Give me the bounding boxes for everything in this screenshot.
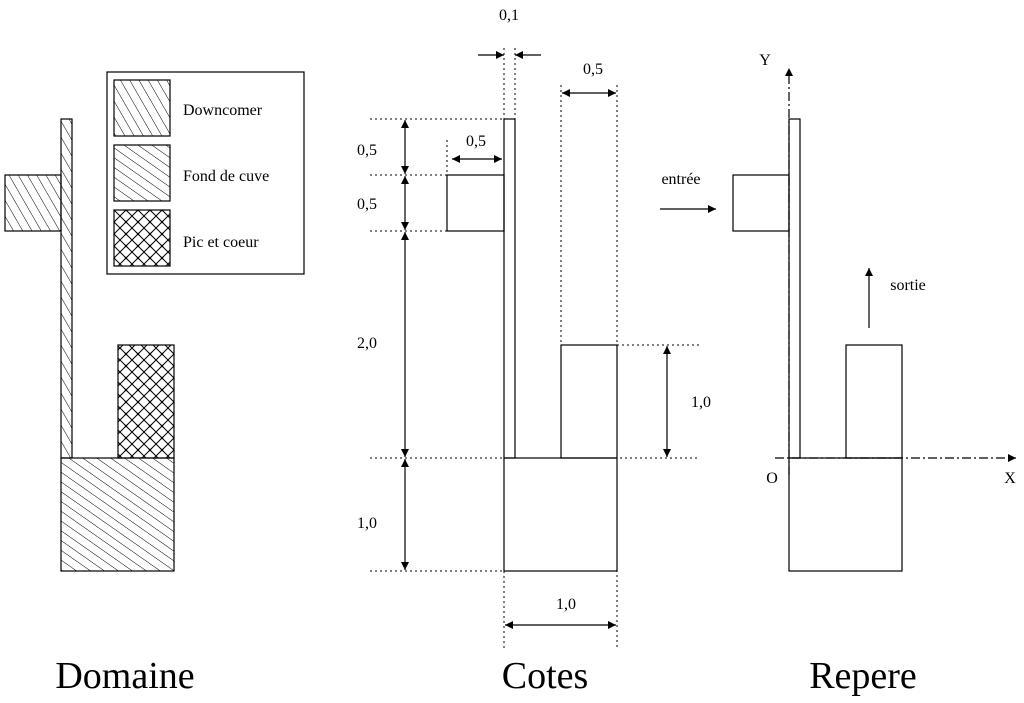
legend-swatch-pic-et-coeur [113,209,171,267]
dim-label-0-5-inlet-height: 0,5 [357,196,377,213]
dim-label-0-5-right-width: 0,5 [583,61,603,78]
cotes-fond-de-cuve [503,457,618,572]
dim-label-0-5-top: 0,5 [357,142,377,159]
outlet-label: sortie [890,277,926,294]
cotes-pic-et-coeur [560,344,618,459]
legend-label-downcomer: Downcomer [183,102,263,119]
dim-label-1-0-bottom: 1,0 [357,515,377,532]
domaine-panel: Downcomer Fond de cuve Pic et coeur Doma… [4,71,305,697]
x-axis-label: X [1004,470,1016,487]
legend-swatch-downcomer [113,79,171,137]
domaine-downcomer [60,118,73,459]
origin-label: O [766,470,778,487]
cotes-inlet-block [446,174,505,232]
panel-title-cotes: Cotes [502,655,589,697]
cotes-downcomer [503,118,516,459]
dim-label-1-0-core: 1,0 [691,394,711,411]
cotes-extension-lines [370,48,700,648]
legend-swatch-fond-de-cuve [113,144,171,202]
panel-title-domaine: Domaine [55,655,194,697]
repere-pic-et-coeur [845,344,903,459]
dim-label-2-0: 2,0 [357,335,377,352]
dim-label-0-5-inlet-width: 0,5 [466,133,486,150]
domaine-fond-de-cuve [60,457,175,572]
legend-label-pic-et-coeur: Pic et coeur [183,234,259,251]
inlet-label: entrée [661,171,700,188]
legend: Downcomer Fond de cuve Pic et coeur [106,71,305,275]
y-axis-label: Y [759,52,771,69]
legend-label-fond-de-cuve: Fond de cuve [183,168,269,185]
repere-fond-de-cuve [788,457,903,572]
domaine-inlet-block [4,174,62,232]
dim-label-1-0-width: 1,0 [556,596,576,613]
repere-downcomer [788,118,801,459]
cotes-panel: 0,1 0,5 0,5 0,5 0,5 2,0 1,0 1,0 1,0 Cote… [357,7,711,697]
repere-panel: Y X O entrée sortie Repere [660,52,1016,697]
dim-label-0-1: 0,1 [499,7,519,24]
panel-title-repere: Repere [809,655,917,697]
domaine-pic-et-coeur [117,344,175,459]
repere-inlet-block [732,174,790,232]
